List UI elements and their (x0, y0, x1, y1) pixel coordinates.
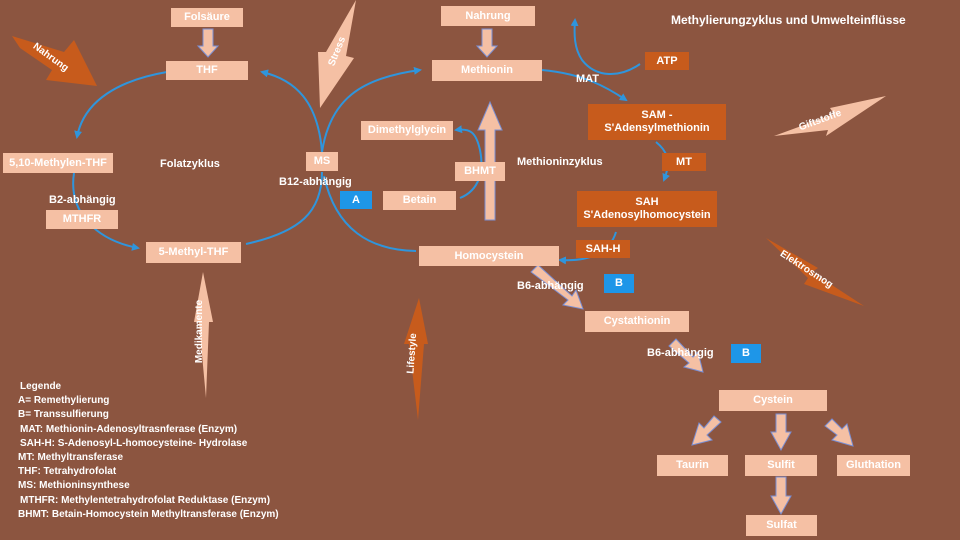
legend-item: MTHFR: Methylentetrahydrofolat Reduktase… (20, 494, 271, 506)
badge-b-2: B (731, 344, 761, 363)
curve-methionin-sam (541, 69, 628, 102)
arrow-nahrung-methionin (475, 28, 499, 58)
label-folatzyklus: Folatzyklus (160, 158, 220, 170)
node-sulfit: Sulfit (745, 455, 817, 476)
legend: Legende A= Remethylierung B= Transsulfie… (18, 380, 279, 522)
arrow-cystein-gluthation (824, 418, 854, 447)
node-nahrung: Nahrung (441, 6, 535, 26)
curve-methylthf-ms (245, 171, 323, 245)
node-gluthation: Gluthation (837, 455, 910, 476)
legend-item: SAH-H: S-Adenosyl-L-homocysteine- Hydrol… (20, 437, 248, 449)
badge-a: A (340, 191, 372, 209)
node-taurin: Taurin (657, 455, 728, 476)
label-mat: MAT (576, 73, 600, 85)
arrow-folsaeure-thf (196, 28, 220, 58)
node-sah: SAH S'Adenosylhomocystein (577, 191, 717, 227)
influence-arrow-nahrung (12, 36, 97, 86)
label-methioninzyklus: Methioninzyklus (517, 156, 603, 168)
curve-ms-thf (260, 69, 323, 153)
node-folsaeure: Folsäure (171, 8, 243, 27)
arrow-cystein-taurin (691, 415, 722, 446)
curve-thf-methylen (74, 71, 168, 139)
arrow-sulfit-sulfat (770, 476, 792, 516)
legend-item: A= Remethylierung (18, 395, 110, 407)
node-methylen-thf: 5,10-Methylen-THF (3, 153, 113, 173)
legend-item: THF: Tetrahydrofolat (18, 466, 117, 478)
legend-item: MAT: Methionin-Adenosyltrasnferase (Enzy… (20, 423, 238, 435)
node-sulfat: Sulfat (746, 515, 817, 536)
influence-arrow-stress (318, 0, 356, 108)
legend-item: MS: Methioninsynthese (18, 480, 130, 492)
influence-arrow-giftstoffe (774, 96, 886, 136)
label-b12-abhaengig: B12-abhängig (279, 176, 352, 188)
label-b2-abhaengig: B2-abhängig (49, 194, 116, 206)
badge-b-1: B (604, 274, 634, 293)
node-sam: SAM - S'Adensylmethionin (588, 104, 726, 140)
node-thf: THF (166, 61, 248, 80)
arrow-cystein-sulfit (770, 413, 792, 452)
node-cystein: Cystein (719, 390, 827, 411)
node-methyl-thf: 5-Methyl-THF (146, 242, 241, 263)
label-b6-abhaengig-2: B6-abhängig (647, 347, 714, 359)
node-cystathionin: Cystathionin (585, 311, 689, 332)
node-bhmt: BHMT (455, 162, 505, 181)
curve-ms-methionin (321, 66, 422, 153)
legend-item: MT: Methyltransferase (18, 452, 124, 464)
diagram-title: Methylierungzyklus und Umwelteinflüsse (671, 13, 906, 27)
node-ms: MS (306, 152, 338, 171)
node-betain: Betain (383, 191, 456, 210)
label-b6-abhaengig-1: B6-abhängig (517, 280, 584, 292)
node-methionin: Methionin (432, 60, 542, 81)
node-atp: ATP (645, 52, 689, 70)
legend-item: B= Transsulfierung (18, 409, 109, 421)
arrow-homocystein-cystathionin (530, 264, 584, 310)
influence-label-medikamente: Medikamente (194, 299, 206, 364)
node-mthfr: MTHFR (46, 210, 118, 229)
legend-item: BHMT: Betain-Homocystein Methyltransfera… (18, 508, 279, 520)
curve-homocystein-ms (323, 175, 417, 252)
node-homocystein: Homocystein (419, 246, 559, 266)
influence-arrow-medikamente (194, 272, 213, 398)
influence-arrow-elektrosmog (766, 238, 864, 306)
curve-betain-dimethylglycin (454, 125, 483, 199)
node-sah-h: SAH-H (576, 240, 630, 258)
legend-heading: Legende (20, 381, 62, 392)
curve-atp-mat (570, 18, 641, 76)
arrow-bhmt-up (477, 100, 503, 221)
influence-arrow-lifestyle (404, 298, 428, 420)
node-mt: MT (662, 153, 706, 171)
arrow-cystathionin-cystein (668, 338, 704, 373)
node-dimethylglycin: Dimethylglycin (361, 121, 453, 140)
